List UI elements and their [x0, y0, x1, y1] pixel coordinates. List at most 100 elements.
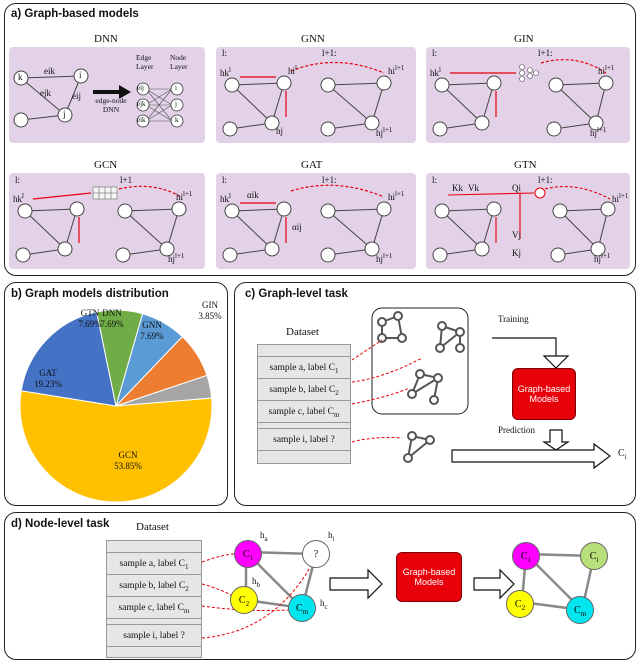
gat-title: GAT [301, 159, 323, 171]
pie-value-gtn: 7.69% [78, 319, 102, 329]
dnn-edge-unit-3 [136, 114, 150, 128]
gat-aik-label: αik [247, 190, 259, 200]
dnn-node-item-2: j [175, 100, 177, 108]
gtn-kj-label: Kj [512, 248, 521, 258]
gtn-layer-l1: l+1: [538, 175, 553, 185]
pie-slice-gtn [96, 309, 144, 407]
gtn-layer-l: l: [432, 175, 438, 185]
gat-layer-l1: l+1: [322, 175, 337, 185]
d-out-node-c2: C2 [506, 590, 534, 618]
gnn-hi-label: hil [288, 64, 297, 76]
c-model-box: Graph-based Models [512, 368, 576, 420]
gcn-conv-grid-icon [92, 186, 118, 200]
gtn-hj1-label: hjl+1 [594, 252, 611, 264]
d-hi-label: hi [328, 530, 335, 543]
c-dataset-label: Dataset [286, 326, 319, 338]
d-node-c2: C2 [230, 586, 258, 614]
c-row-c: sample c, label Cm [258, 401, 350, 423]
dnn-node-i [73, 68, 89, 84]
gin-hi1-label: hil+1 [598, 64, 615, 76]
dnn-node-unit-2 [170, 98, 184, 112]
gcn-hi1-label: hil+1 [176, 190, 193, 202]
c-prediction-arrow-icon [542, 429, 570, 451]
c-output-label: Ci [618, 448, 627, 461]
d-ha-label: ha [260, 530, 268, 543]
dnn-node-item-3: k [175, 116, 179, 124]
pie-label-gin: GIN [202, 300, 218, 310]
pie-value-gat: 19.23% [34, 379, 62, 389]
gcn-hk-label: hkl [13, 192, 24, 204]
dnn-diagram [13, 68, 184, 128]
d-graphs [201, 550, 596, 639]
dnn-edge-unit-1 [136, 82, 150, 96]
gin-layer-l1: l+1: [538, 48, 553, 58]
gtn-vj-label: Vj [512, 230, 521, 240]
dnn-arrow-label: edge-node DNN [95, 96, 127, 114]
gcn-layer-l: l: [15, 175, 21, 185]
pie-label-gcn: GCN [118, 450, 138, 460]
c-row-a: sample a, label C1 [258, 357, 350, 379]
gnn-hk-label: hkl [220, 66, 231, 78]
d-node-c1: C1 [234, 540, 262, 568]
dnn-edge-layer-label: Edge Layer [136, 53, 154, 71]
gin-hk-label: hkl [430, 66, 441, 78]
pie-label-gat: GAT [39, 368, 57, 378]
dnn-k-label: k [18, 72, 23, 82]
dnn-eik-label: eik [44, 66, 55, 76]
d-hb-label: hb [252, 576, 260, 589]
gcn-hj1-label: hjl+1 [168, 252, 185, 264]
c-output-arrow-icon [451, 442, 611, 470]
d-row-i: sample i, label ? [107, 625, 201, 647]
dnn-edge-item-2: ejk [137, 100, 146, 108]
dnn-edge-unit-2 [136, 98, 150, 112]
gtn-diagram [432, 186, 616, 263]
panel-d-title: d) Node-level task [11, 518, 110, 530]
dnn-node-layer-label: Node Layer [170, 53, 188, 71]
d-node-cm: Cm [288, 594, 316, 622]
pie-value-gin: 3.85% [198, 311, 222, 321]
gtn-sum-icon [534, 187, 546, 199]
gat-layer-l: l: [222, 175, 228, 185]
gcn-title: GCN [94, 159, 118, 171]
gcn-layer-l1: l+1 [120, 175, 133, 185]
d-arrow-out-icon [473, 568, 515, 600]
gtn-kk-label: Kk [452, 183, 463, 193]
d-arrow-in-icon [329, 568, 383, 600]
dnn-edge-item-3: eik [137, 116, 146, 124]
dnn-title: DNN [94, 33, 118, 45]
gnn-title: GNN [301, 33, 325, 45]
c-graphs [351, 307, 611, 470]
gnn-hj1-label: hjl+1 [376, 126, 393, 138]
d-model-box: Graph-based Models [396, 552, 462, 602]
dnn-j-label: j [63, 109, 66, 119]
gat-hk-label: hkl [220, 192, 231, 204]
panel-a-title: a) Graph-based models [11, 8, 139, 20]
gtn-hi1-label: hil+1 [612, 192, 629, 204]
pie-chart: DNN7.69%GNN7.69%GIN3.85%GCN53.85%GAT19.2… [19, 300, 222, 503]
panel-b-title: b) Graph models distribution [11, 288, 169, 300]
gin-title: GIN [514, 33, 534, 45]
d-row-a: sample a, label C1 [107, 553, 201, 575]
pie-label-gtn: GTN [81, 308, 100, 318]
dnn-arrow-icon [93, 85, 131, 99]
d-out-node-ci: Ci [580, 542, 608, 570]
c-training-arrow-icon [542, 355, 570, 369]
gin-hj1-label: hjl+1 [590, 126, 607, 138]
gnn-subpanel [216, 47, 416, 143]
gat-aij-label: αij [292, 222, 302, 232]
gat-subpanel [216, 173, 416, 269]
d-hc-label: hc [320, 598, 328, 611]
c-row-i: sample i, label ? [258, 429, 350, 451]
d-dataset-label: Dataset [136, 521, 169, 533]
pie-value-dnn: 7.69% [100, 319, 124, 329]
gtn-vk-label: Vk [468, 183, 479, 193]
dnn-node-empty [13, 112, 29, 128]
gin-mlp-icon [519, 64, 539, 82]
c-prediction-label: Prediction [498, 425, 535, 435]
pie-label-dnn: DNN [102, 308, 122, 318]
dnn-node-k [13, 70, 29, 86]
pie-slice-gcn [19, 390, 213, 503]
dnn-node-j [57, 107, 73, 123]
gnn-layer-l1: l+1: [322, 48, 337, 58]
dnn-edge-item-1: eij [137, 84, 144, 92]
